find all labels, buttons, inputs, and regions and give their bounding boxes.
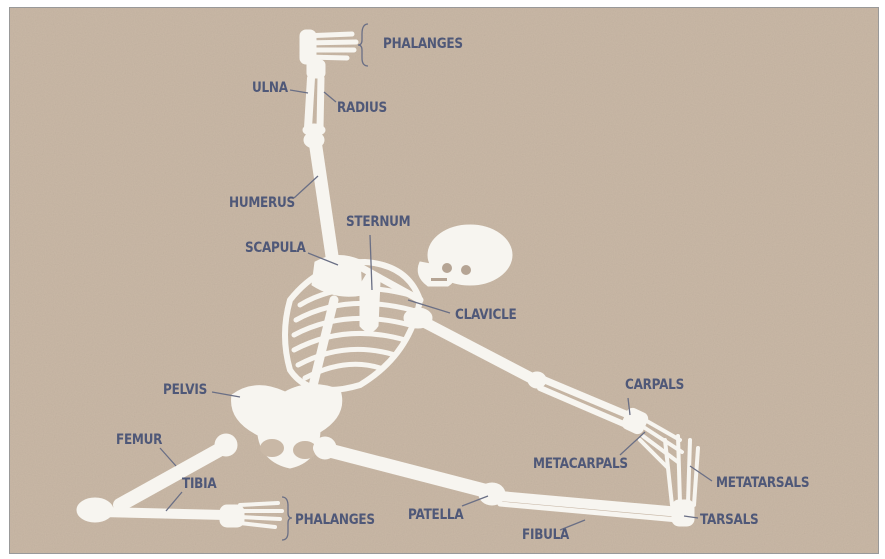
radius-bone bbox=[320, 78, 321, 128]
label-scapula: SCAPULA bbox=[245, 241, 306, 255]
label-phalanges-foot: PHALANGES bbox=[295, 513, 375, 527]
label-humerus: HUMERUS bbox=[229, 196, 295, 210]
hip-joint-right bbox=[314, 437, 336, 459]
label-femur: FEMUR bbox=[116, 433, 162, 447]
label-fibula: FIBULA bbox=[522, 528, 569, 542]
label-ulna: ULNA bbox=[252, 81, 288, 95]
ulna-bone bbox=[308, 78, 311, 128]
tibia-left bbox=[100, 512, 225, 515]
hand-knuckles bbox=[300, 30, 316, 64]
shoulder-joint-lower bbox=[404, 308, 432, 328]
label-pelvis: PELVIS bbox=[163, 383, 207, 397]
tarsals-right bbox=[672, 500, 694, 526]
label-clavicle: CLAVICLE bbox=[455, 308, 516, 322]
label-tarsals: TARSALS bbox=[700, 513, 758, 527]
label-tibia: TIBIA bbox=[182, 477, 216, 491]
skull-eye-left bbox=[442, 263, 452, 273]
skull-eye-right bbox=[461, 265, 471, 275]
humerus-head-distal bbox=[304, 132, 324, 148]
label-phalanges-hand: PHALANGES bbox=[383, 37, 463, 51]
label-carpals: CARPALS bbox=[625, 378, 684, 392]
label-metatarsals: METATARSALS bbox=[716, 476, 809, 490]
pelvis-foramen-left bbox=[260, 439, 284, 457]
label-sternum: STERNUM bbox=[346, 215, 410, 229]
label-patella: PATELLA bbox=[408, 508, 463, 522]
sternum-bone bbox=[360, 272, 380, 332]
label-radius: RADIUS bbox=[337, 101, 387, 115]
hip-joint-left bbox=[215, 434, 237, 456]
label-metacarpals: METACARPALS bbox=[533, 457, 628, 471]
skull-teeth bbox=[431, 278, 447, 281]
